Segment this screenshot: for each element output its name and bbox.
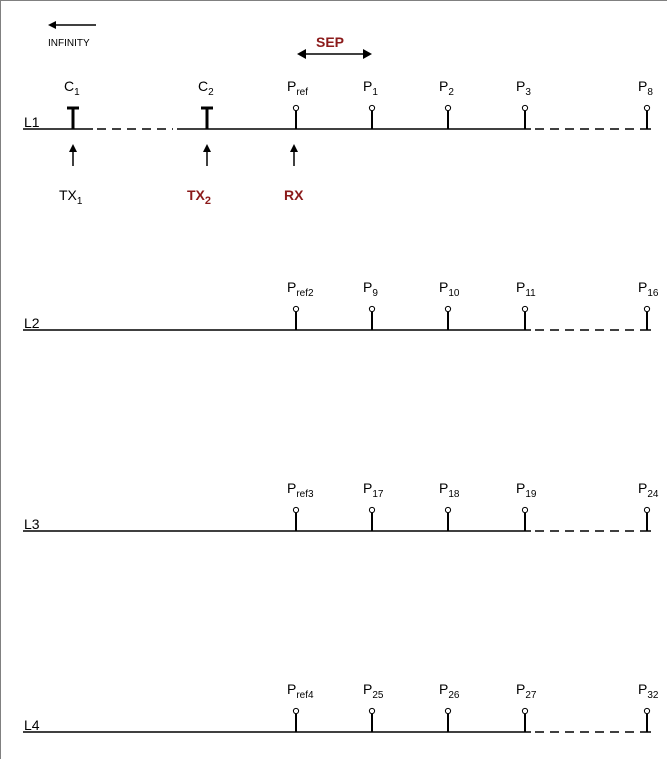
electrode-label: P18 [439,480,460,500]
electrode-p9: P9 [363,279,378,330]
potential-electrode-tip [521,104,529,112]
electrode-p26: P26 [439,681,460,732]
potential-electrode-tip [368,707,376,715]
electrode-label: P8 [638,78,653,98]
electrode-pref2: Pref2 [287,279,314,330]
electrode-label: P27 [516,681,537,701]
line-l3: L3 Pref3 P17 P18 P19 P24 [23,480,659,532]
potential-electrode-tip [643,506,651,514]
potential-electrode-tip [521,305,529,313]
electrode-label: P2 [439,78,454,98]
electrode-label: P26 [439,681,460,701]
pointer-tx2: TX2 [187,144,211,207]
line-label: L1 [24,114,40,130]
electrode-p8: P8 [638,78,653,129]
potential-electrode-tip [444,104,452,112]
electrode-p17: P17 [363,480,384,531]
potential-electrode-tip [643,305,651,313]
pointer-label: TX2 [187,187,211,207]
infinity-arrow [48,21,96,29]
line-l2: L2 Pref2 P9 P10 P11 P16 [23,279,659,331]
electrode-label: P24 [638,480,659,500]
potential-electrode-tip [368,506,376,514]
line-l4: L4 Pref4 P25 P26 P27 P32 [23,681,659,733]
electrode-p19: P19 [516,480,537,531]
potential-electrode-tip [444,305,452,313]
electrode-c2: C2 [198,78,214,129]
potential-electrode-tip [292,104,300,112]
infinity-label: INFINITY [48,38,90,49]
electrode-p1: P1 [363,78,378,129]
pointer-rx: RX [284,144,304,203]
pointer-tx1: TX1 [59,144,83,207]
pointer-arrow-head [290,144,298,152]
electrode-label: Pref2 [287,279,314,299]
electrode-label: Pref3 [287,480,314,500]
line-label: L2 [24,315,40,331]
potential-electrode-tip [292,707,300,715]
potential-electrode-tip [368,104,376,112]
pointer-arrow-head [203,144,211,152]
electrode-label: P32 [638,681,659,701]
electrode-p25: P25 [363,681,384,732]
electrode-p11: P11 [516,279,536,330]
electrode-label: P25 [363,681,384,701]
electrode-pref3: Pref3 [287,480,314,531]
potential-electrode-tip [292,305,300,313]
electrode-p18: P18 [439,480,460,531]
electrode-p10: P10 [439,279,460,330]
electrode-label: P19 [516,480,537,500]
potential-electrode-tip [521,506,529,514]
electrode-label: C2 [198,78,214,98]
electrode-p24: P24 [638,480,659,531]
electrode-label: P1 [363,78,378,98]
pointer-label: RX [284,187,304,203]
electrode-label: P9 [363,279,378,299]
potential-electrode-tip [368,305,376,313]
line-label: L4 [24,717,40,733]
electrode-pref: Pref [287,78,308,129]
sep-arrow [297,49,372,59]
electrode-label: P10 [439,279,460,299]
electrode-label: P17 [363,480,384,500]
sep-label: SEP [316,34,344,50]
potential-electrode-tip [444,707,452,715]
electrode-p16: P16 [638,279,659,330]
potential-electrode-tip [643,104,651,112]
electrode-pref4: Pref4 [287,681,314,732]
line-label: L3 [24,516,40,532]
electrode-label: Pref4 [287,681,314,701]
line-l1: L1 C1 C2 Pref P1 P2 P3 P8 [23,78,653,130]
potential-electrode-tip [643,707,651,715]
electrode-label: P3 [516,78,531,98]
potential-electrode-tip [521,707,529,715]
pointer-arrow-head [69,144,77,152]
electrode-label: C1 [64,78,80,98]
potential-electrode-tip [292,506,300,514]
electrode-c1: C1 [64,78,80,129]
electrode-label: P16 [638,279,659,299]
electrode-label: P11 [516,279,536,299]
electrode-label: Pref [287,78,308,98]
electrode-p3: P3 [516,78,531,129]
electrode-p27: P27 [516,681,537,732]
pointer-label: TX1 [59,187,83,207]
potential-electrode-tip [444,506,452,514]
electrode-p32: P32 [638,681,659,732]
electrode-p2: P2 [439,78,454,129]
